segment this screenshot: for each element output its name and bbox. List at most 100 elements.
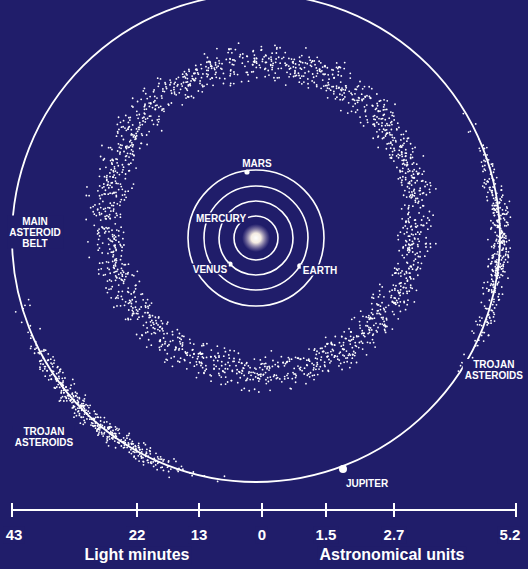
asteroid-dot [109,207,111,209]
asteroid-dot [411,184,413,186]
asteroid-dot [381,131,383,133]
asteroid-dot [114,166,116,168]
asteroid-dot [356,345,358,347]
asteroid-dot [410,265,412,267]
asteroid-dot [183,82,185,84]
asteroid-dot [266,366,268,368]
asteroid-dot [113,192,115,194]
asteroid-dot [279,47,281,49]
asteroid-dot [324,346,326,348]
asteroid-dot [402,170,404,172]
asteroid-dot [121,171,123,173]
asteroid-dot [116,277,118,279]
asteroid-dot [385,148,387,150]
asteroid-dot [354,352,356,354]
asteroid-dot [408,290,410,292]
asteroid-dot [330,351,332,353]
asteroid-dot [398,298,400,300]
asteroid-dot [83,420,85,422]
asteroid-dot [239,359,241,361]
asteroid-dot [181,345,183,347]
asteroid-dot [286,361,288,363]
asteroid-dot [372,115,374,117]
asteroid-dot [113,202,115,204]
asteroid-dot [407,299,409,301]
asteroid-dot [304,367,306,369]
asteroid-dot [147,117,149,119]
asteroid-dot [404,164,406,166]
asteroid-dot [398,291,400,293]
asteroid-dot [239,54,241,56]
asteroid-dot [281,58,283,60]
asteroid-dot [246,55,248,57]
asteroid-dot [345,338,347,340]
asteroid-dot [86,186,88,188]
asteroid-dot [415,258,417,260]
asteroid-dot [379,129,381,131]
asteroid-dot [398,305,400,307]
asteroid-dot [119,201,121,203]
asteroid-dot [204,370,206,372]
asteroid-dot [181,348,183,350]
asteroid-dot [238,371,240,373]
asteroid-dot [275,58,277,60]
asteroid-dot [405,179,407,181]
asteroid-dot [206,356,208,358]
asteroid-dot [115,236,117,238]
asteroid-dot [248,80,250,82]
asteroid-dot [227,362,229,364]
asteroid-dot [300,61,302,63]
asteroid-dot [252,371,254,373]
asteroid-dot [101,187,103,189]
asteroid-dot [130,129,132,131]
asteroid-dot [284,62,286,64]
asteroid-dot [397,263,399,265]
asteroid-dot [112,256,114,258]
asteroid-dot [408,187,410,189]
asteroid-dot [175,348,177,350]
asteroid-dot [366,321,368,323]
asteroid-dot [354,99,356,101]
asteroid-dot [415,201,417,203]
asteroid-dot [316,84,318,86]
asteroid-dot [417,231,419,233]
asteroid-dot [108,261,110,263]
asteroid-dot [114,440,116,442]
asteroid-dot [189,472,191,474]
asteroid-dot [199,352,201,354]
asteroid-dot [268,74,270,76]
asteroid-dot [109,218,111,220]
asteroid-dot [310,372,312,374]
asteroid-dot [101,226,103,228]
asteroid-dot [148,314,150,316]
asteroid-dot [417,246,419,248]
asteroid-dot [177,360,179,362]
asteroid-dot [124,178,126,180]
asteroid-dot [108,216,110,218]
asteroid-dot [306,63,308,65]
asteroid-dot [224,368,226,370]
asteroid-dot [219,374,221,376]
asteroid-dot [400,282,402,284]
asteroid-dot [169,79,171,81]
asteroid-dot [83,405,85,407]
asteroid-dot [120,305,122,307]
asteroid-dot [154,328,156,330]
asteroid-dot [149,96,151,98]
asteroid-dot [378,100,380,102]
asteroid-dot [399,295,401,297]
asteroid-dot [214,73,216,75]
asteroid-dot [133,155,135,157]
asteroid-dot [376,121,378,123]
asteroid-dot [268,369,270,371]
asteroid-dot [391,129,393,131]
asteroid-dot [146,134,148,136]
asteroid-dot [192,356,194,358]
asteroid-dot [75,395,77,397]
asteroid-dot [142,120,144,122]
asteroid-dot [213,360,215,362]
asteroid-dot [287,357,289,359]
asteroid-dot [113,254,115,256]
asteroid-dot [99,175,101,177]
asteroid-dot [394,302,396,304]
